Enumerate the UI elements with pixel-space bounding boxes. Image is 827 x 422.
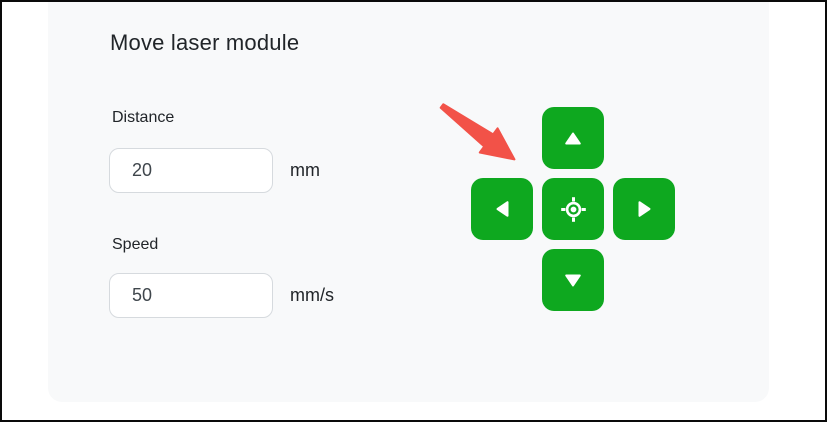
distance-input[interactable]: [109, 148, 273, 193]
speed-unit-label: mm/s: [290, 285, 334, 305]
speed-label: Speed: [112, 236, 159, 253]
speed-input[interactable]: [109, 273, 273, 318]
move-laser-module-card: Move laser module Distance mm Speed mm/s: [48, 2, 769, 402]
locate-crosshair-icon: [560, 196, 587, 223]
arrow-right-icon: [637, 200, 652, 218]
arrow-down-icon: [564, 273, 582, 288]
jog-left-button[interactable]: [471, 178, 533, 240]
distance-label: Distance: [112, 109, 175, 126]
distance-unit-label: mm: [290, 160, 320, 180]
jog-up-button[interactable]: [542, 107, 604, 169]
jog-right-button[interactable]: [613, 178, 675, 240]
jog-down-button[interactable]: [542, 249, 604, 311]
arrow-left-icon: [495, 200, 510, 218]
arrow-up-icon: [564, 131, 582, 146]
jog-home-button[interactable]: [542, 178, 604, 240]
page-title: Move laser module: [110, 30, 300, 55]
